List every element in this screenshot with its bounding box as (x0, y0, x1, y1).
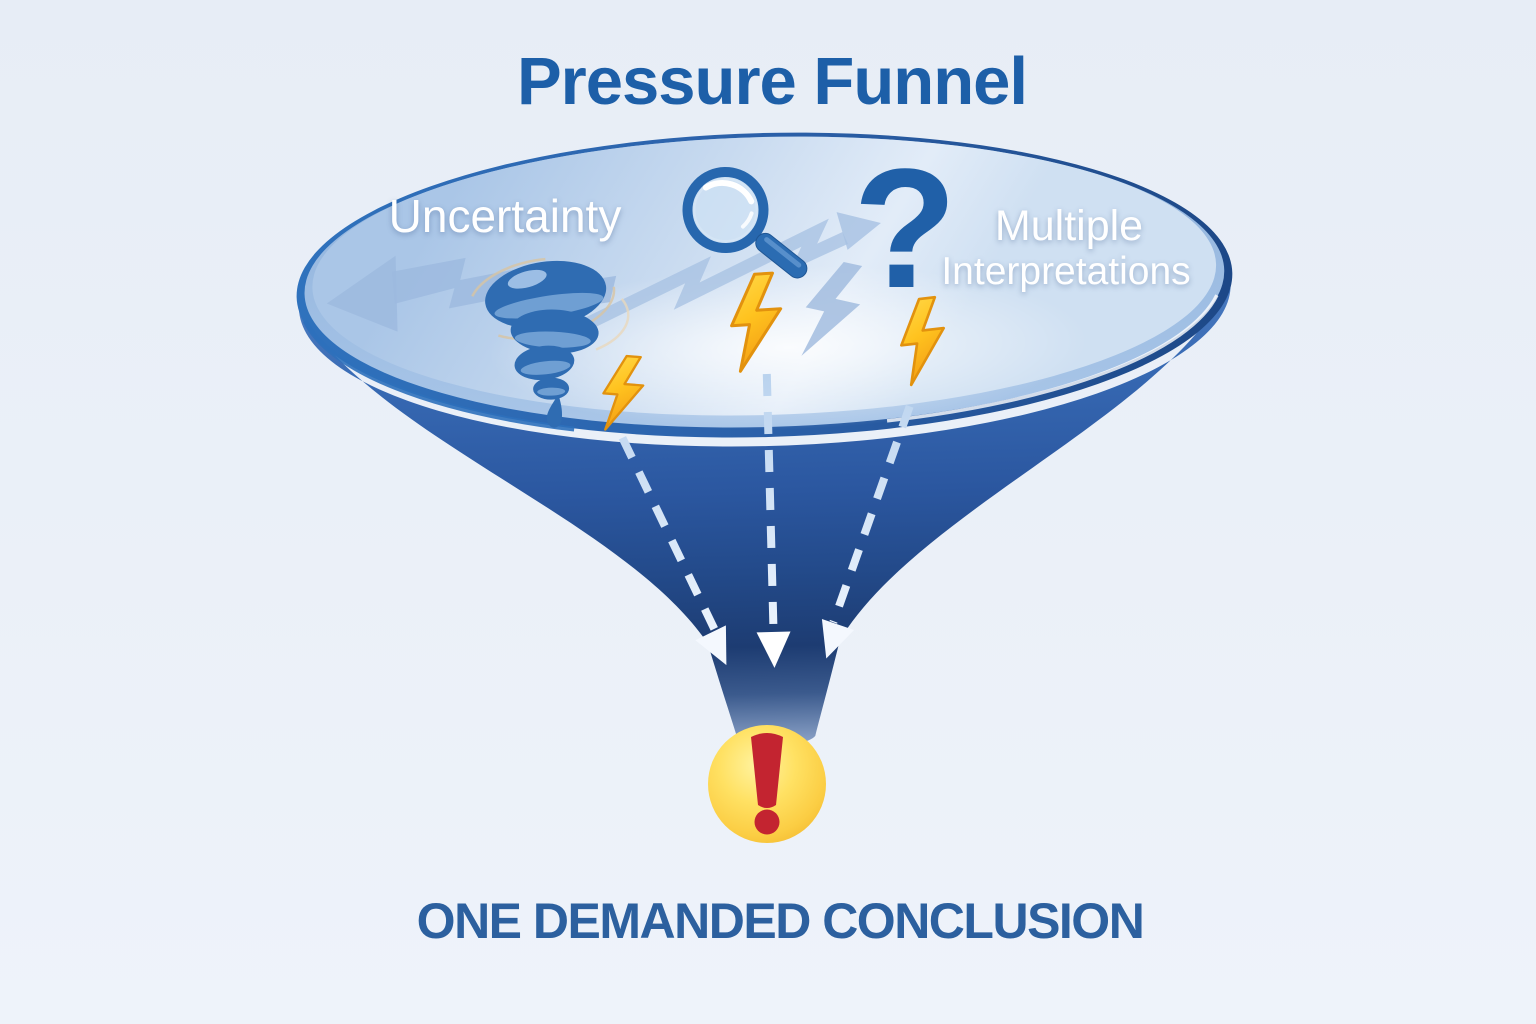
warning-circle-icon (708, 725, 826, 843)
funnel (296, 132, 1233, 746)
dashed-arrows (618, 373, 914, 668)
rim-highlight-right (886, 294, 1219, 423)
arrowhead-middle-icon (756, 631, 791, 668)
funnel-body (298, 283, 1231, 746)
zigzag-arrow-mid-head-icon (836, 212, 881, 250)
arrowhead-left-icon (695, 625, 727, 666)
zigzag-arrow-mid-icon (582, 218, 848, 331)
zigzag-arrow-left-head-icon (326, 255, 398, 332)
magnifier-icon (682, 167, 808, 279)
dashed-arrow-middle (762, 373, 778, 631)
multiple-interpretations-label-line2: Interpretations (941, 250, 1190, 293)
multiple-interpretations-label-line1: Multiple (995, 202, 1143, 250)
uncertainty-label: Uncertainty (389, 190, 622, 242)
exclamation-icon (751, 733, 783, 835)
dashed-arrow-right (829, 404, 914, 624)
tornado-icon (468, 257, 630, 428)
question-mark-icon: ? (853, 134, 957, 324)
page-title: Pressure Funnel (517, 44, 1027, 119)
arrowhead-right-icon (821, 618, 855, 659)
rim-lip-left (302, 320, 575, 432)
conclusion-caption: ONE DEMANDED CONCLUSION (417, 893, 1144, 949)
